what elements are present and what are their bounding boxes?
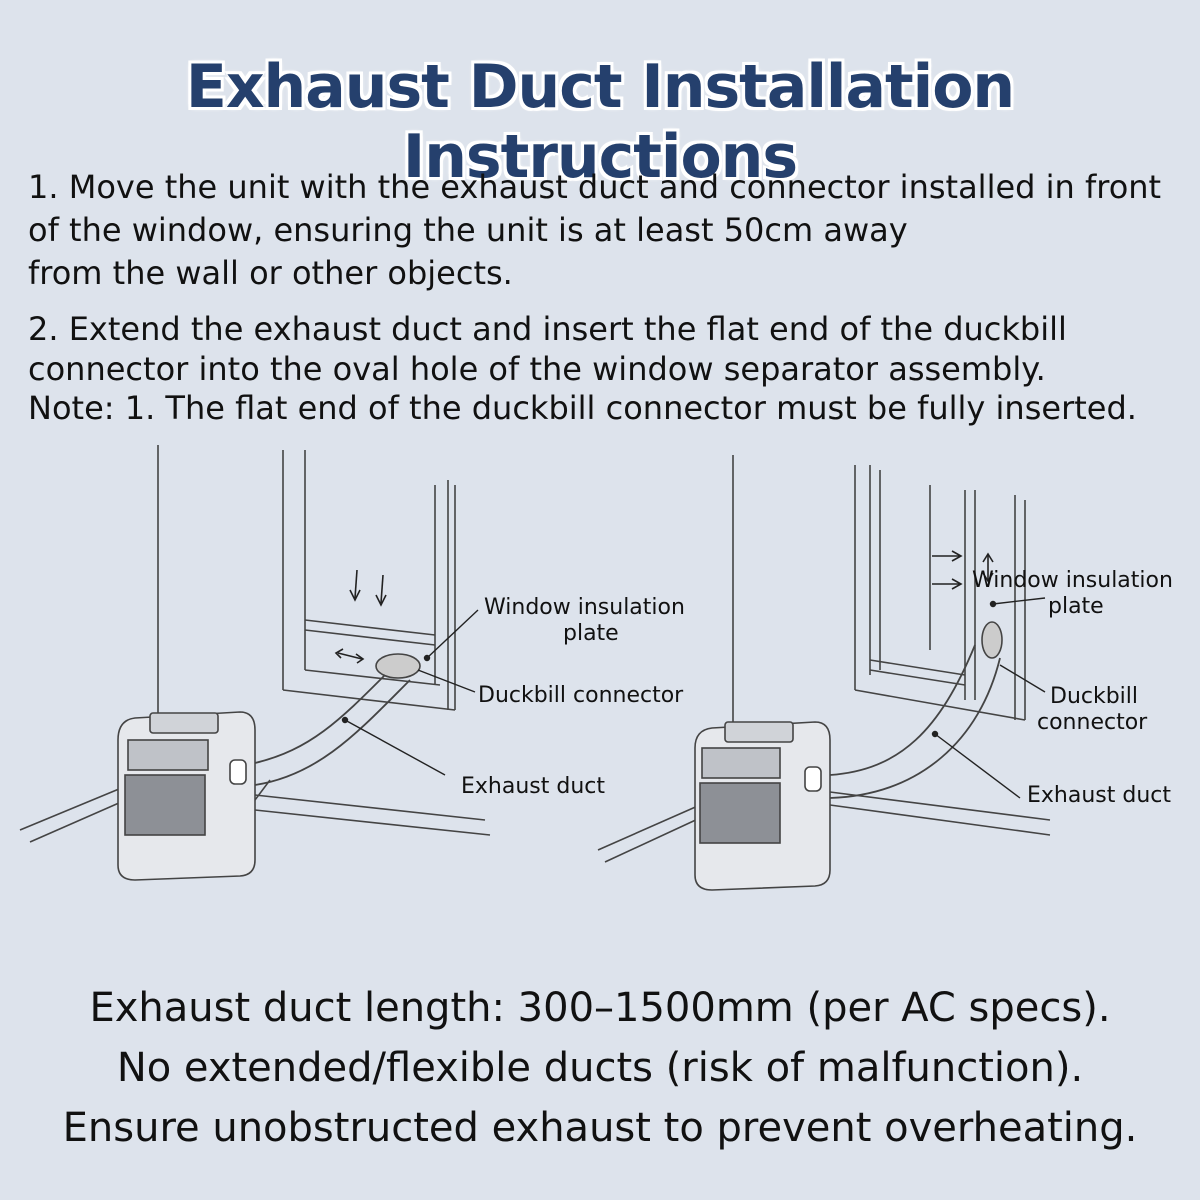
right-connector-label-1: Duckbill: [1050, 684, 1138, 709]
left-duct-label: Exhaust duct: [461, 774, 605, 799]
step-1-line-1: 1. Move the unit with the exhaust duct a…: [28, 168, 1162, 206]
window-frame-left: [282, 450, 456, 711]
step-1: 1. Move the unit with the exhaust duct a…: [28, 166, 1188, 295]
step-2: 2. Extend the exhaust duct and insert th…: [28, 309, 1188, 389]
step-1-line-3: from the wall or other objects.: [28, 254, 513, 292]
installation-diagrams: Window insulation plate Duckbill connect…: [19, 445, 1173, 891]
ac-unit-left: [117, 711, 256, 881]
duckbill-connector-shape-right: [981, 621, 1003, 659]
step-2-line-1: 2. Extend the exhaust duct and insert th…: [28, 310, 1067, 348]
left-connector-label: Duckbill connector: [478, 683, 684, 708]
right-duct-label: Exhaust duct: [1027, 783, 1171, 808]
down-arrows-icon: [349, 569, 387, 607]
right-diagram: [597, 455, 1051, 891]
window-frame-right: [854, 465, 1026, 721]
right-plate-label-2: plate: [1048, 594, 1104, 619]
ac-unit-right: [694, 721, 831, 891]
right-plate-label-1: Window insulation: [972, 568, 1173, 593]
right-arrows-icon: [932, 550, 994, 590]
step-2-line-2: connector into the oval hole of the wind…: [28, 350, 1046, 388]
step-1-line-2: of the window, ensuring the unit is at l…: [28, 211, 908, 249]
footer-line-2: No extended/flexible ducts (risk of malf…: [116, 1045, 1084, 1091]
footer-line-1: Exhaust duct length: 300–1500mm (per AC …: [89, 985, 1111, 1031]
installation-note: Note: 1. The flat end of the duckbill co…: [28, 389, 1137, 427]
left-plate-label-2: plate: [563, 621, 619, 646]
footer-line-3: Ensure unobstructed exhaust to prevent o…: [62, 1105, 1138, 1151]
duckbill-connector-shape: [375, 653, 421, 679]
side-arrow-icon: [334, 648, 365, 664]
page-title: Exhaust Duct Installation Instructions: [185, 52, 1015, 192]
right-connector-label-2: connector: [1037, 710, 1148, 735]
left-diagram: [19, 445, 491, 881]
left-plate-label-1: Window insulation: [484, 595, 685, 620]
